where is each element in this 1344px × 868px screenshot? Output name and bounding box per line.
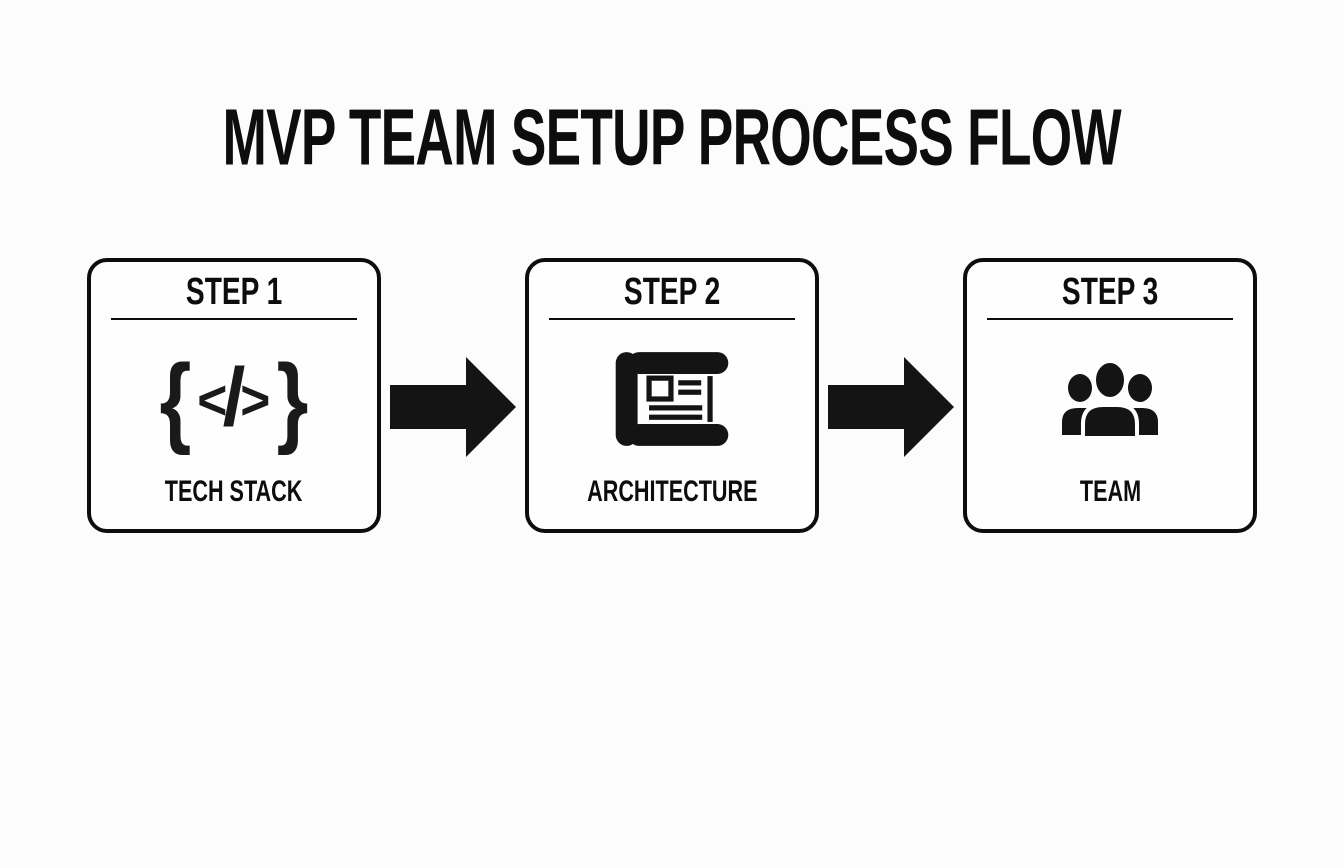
arrow-2	[819, 258, 963, 533]
step-3-label: TEAM	[967, 477, 1253, 507]
close-angle-glyph: >	[240, 367, 271, 431]
step-2-label: ARCHITECTURE	[529, 477, 815, 507]
step-card-team: STEP 3 TEAM	[963, 258, 1257, 533]
step-1-label-text: TECH STACK	[165, 475, 303, 508]
diagram-title-text: MVP TEAM SETUP PROCESS FLOW	[222, 92, 1122, 183]
step-2-header-text: STEP 2	[623, 271, 721, 313]
right-arrow-icon	[390, 356, 516, 457]
code-glyphs: < / >	[196, 351, 272, 443]
slash-glyph: /	[222, 351, 246, 443]
right-arrow-icon	[828, 356, 954, 457]
team-icon	[1062, 358, 1158, 439]
arrow-1	[381, 258, 525, 533]
step-2-label-text: ARCHITECTURE	[586, 475, 758, 508]
step-3-label-text: TEAM	[1079, 475, 1141, 508]
step-card-architecture: STEP 2 ARCHITECTURE	[525, 258, 819, 533]
step-card-tech-stack: STEP 1 { < / > } TECH STACK	[87, 258, 381, 533]
step-1-icon-area: { < / > }	[91, 320, 377, 477]
step-3-header-text: STEP 3	[1061, 271, 1159, 313]
step-2-header: STEP 2	[529, 273, 815, 311]
step-1-header: STEP 1	[91, 273, 377, 311]
step-2-divider	[549, 318, 795, 320]
step-3-icon-area	[967, 320, 1253, 477]
step-2-icon-area	[529, 320, 815, 477]
step-3-divider	[987, 318, 1233, 320]
process-flow: STEP 1 { < / > } TECH STACK STEP 2	[0, 258, 1344, 533]
right-brace-glyph: }	[276, 343, 309, 456]
step-1-label: TECH STACK	[91, 477, 377, 507]
blueprint-icon	[615, 351, 729, 446]
step-3-header: STEP 3	[967, 273, 1253, 311]
step-1-divider	[111, 318, 357, 320]
code-icon: { < / > }	[156, 350, 312, 450]
left-brace-glyph: {	[159, 343, 192, 456]
diagram-title: MVP TEAM SETUP PROCESS FLOW	[0, 92, 1344, 183]
step-1-header-text: STEP 1	[185, 271, 283, 313]
open-angle-glyph: <	[197, 367, 228, 431]
